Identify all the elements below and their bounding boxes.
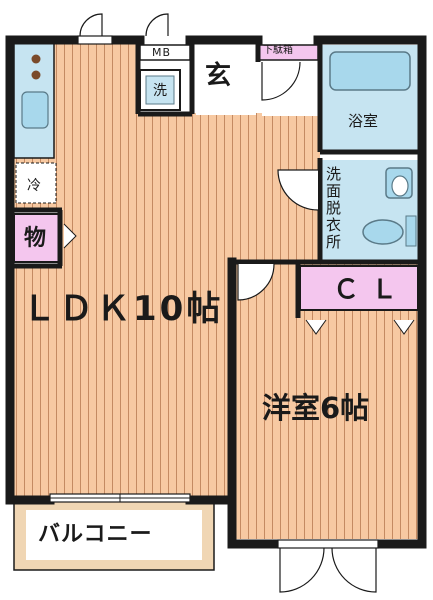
- balcony-window[interactable]: [49, 493, 191, 503]
- ldk-label: ＬＤＫ10帖: [22, 289, 224, 329]
- walls: [5, 35, 427, 549]
- stove-burner-icon: [31, 54, 41, 64]
- storage-label: 物: [24, 226, 47, 251]
- closet: [299, 265, 419, 311]
- closet-label: ＣＬ: [333, 275, 410, 305]
- western-room-label: 洋室6帖: [262, 391, 370, 425]
- stove-burner-icon: [31, 70, 41, 80]
- bathroom-label: 浴室: [348, 112, 379, 130]
- storage-door[interactable]: [63, 223, 77, 249]
- entrance-door[interactable]: [261, 61, 301, 101]
- fridge-space: [15, 162, 57, 204]
- entrance-floor: [196, 45, 256, 115]
- entrance-label: 玄: [205, 61, 232, 91]
- washer-label: 洗: [153, 83, 167, 99]
- balcony-label-plate: [26, 510, 202, 560]
- washer-pan: [145, 75, 175, 105]
- ldk-floor: [14, 43, 320, 496]
- basin-counter: [405, 215, 417, 247]
- fridge-label: 冷: [27, 178, 41, 194]
- shoe-box-label: 下駄箱: [263, 45, 293, 56]
- toilet-bowl: [391, 175, 409, 197]
- washbasin: [362, 219, 404, 245]
- top-windows[interactable]: [77, 13, 169, 45]
- closet-door[interactable]: [393, 319, 415, 335]
- balcony-label: バルコニー: [38, 522, 153, 547]
- dressing-room-label: 洗 面 脱 衣 所: [326, 165, 342, 251]
- meter-box-label: MB: [152, 46, 172, 59]
- storage-closet: [13, 213, 61, 263]
- interior-walls: [10, 40, 422, 318]
- kitchen-sink: [21, 91, 49, 129]
- closet-door[interactable]: [305, 319, 327, 335]
- western-room-inner-door[interactable]: [237, 263, 275, 301]
- western-room-door[interactable]: [277, 539, 379, 593]
- bathtub: [329, 51, 411, 91]
- dressing-room-door[interactable]: [277, 169, 319, 211]
